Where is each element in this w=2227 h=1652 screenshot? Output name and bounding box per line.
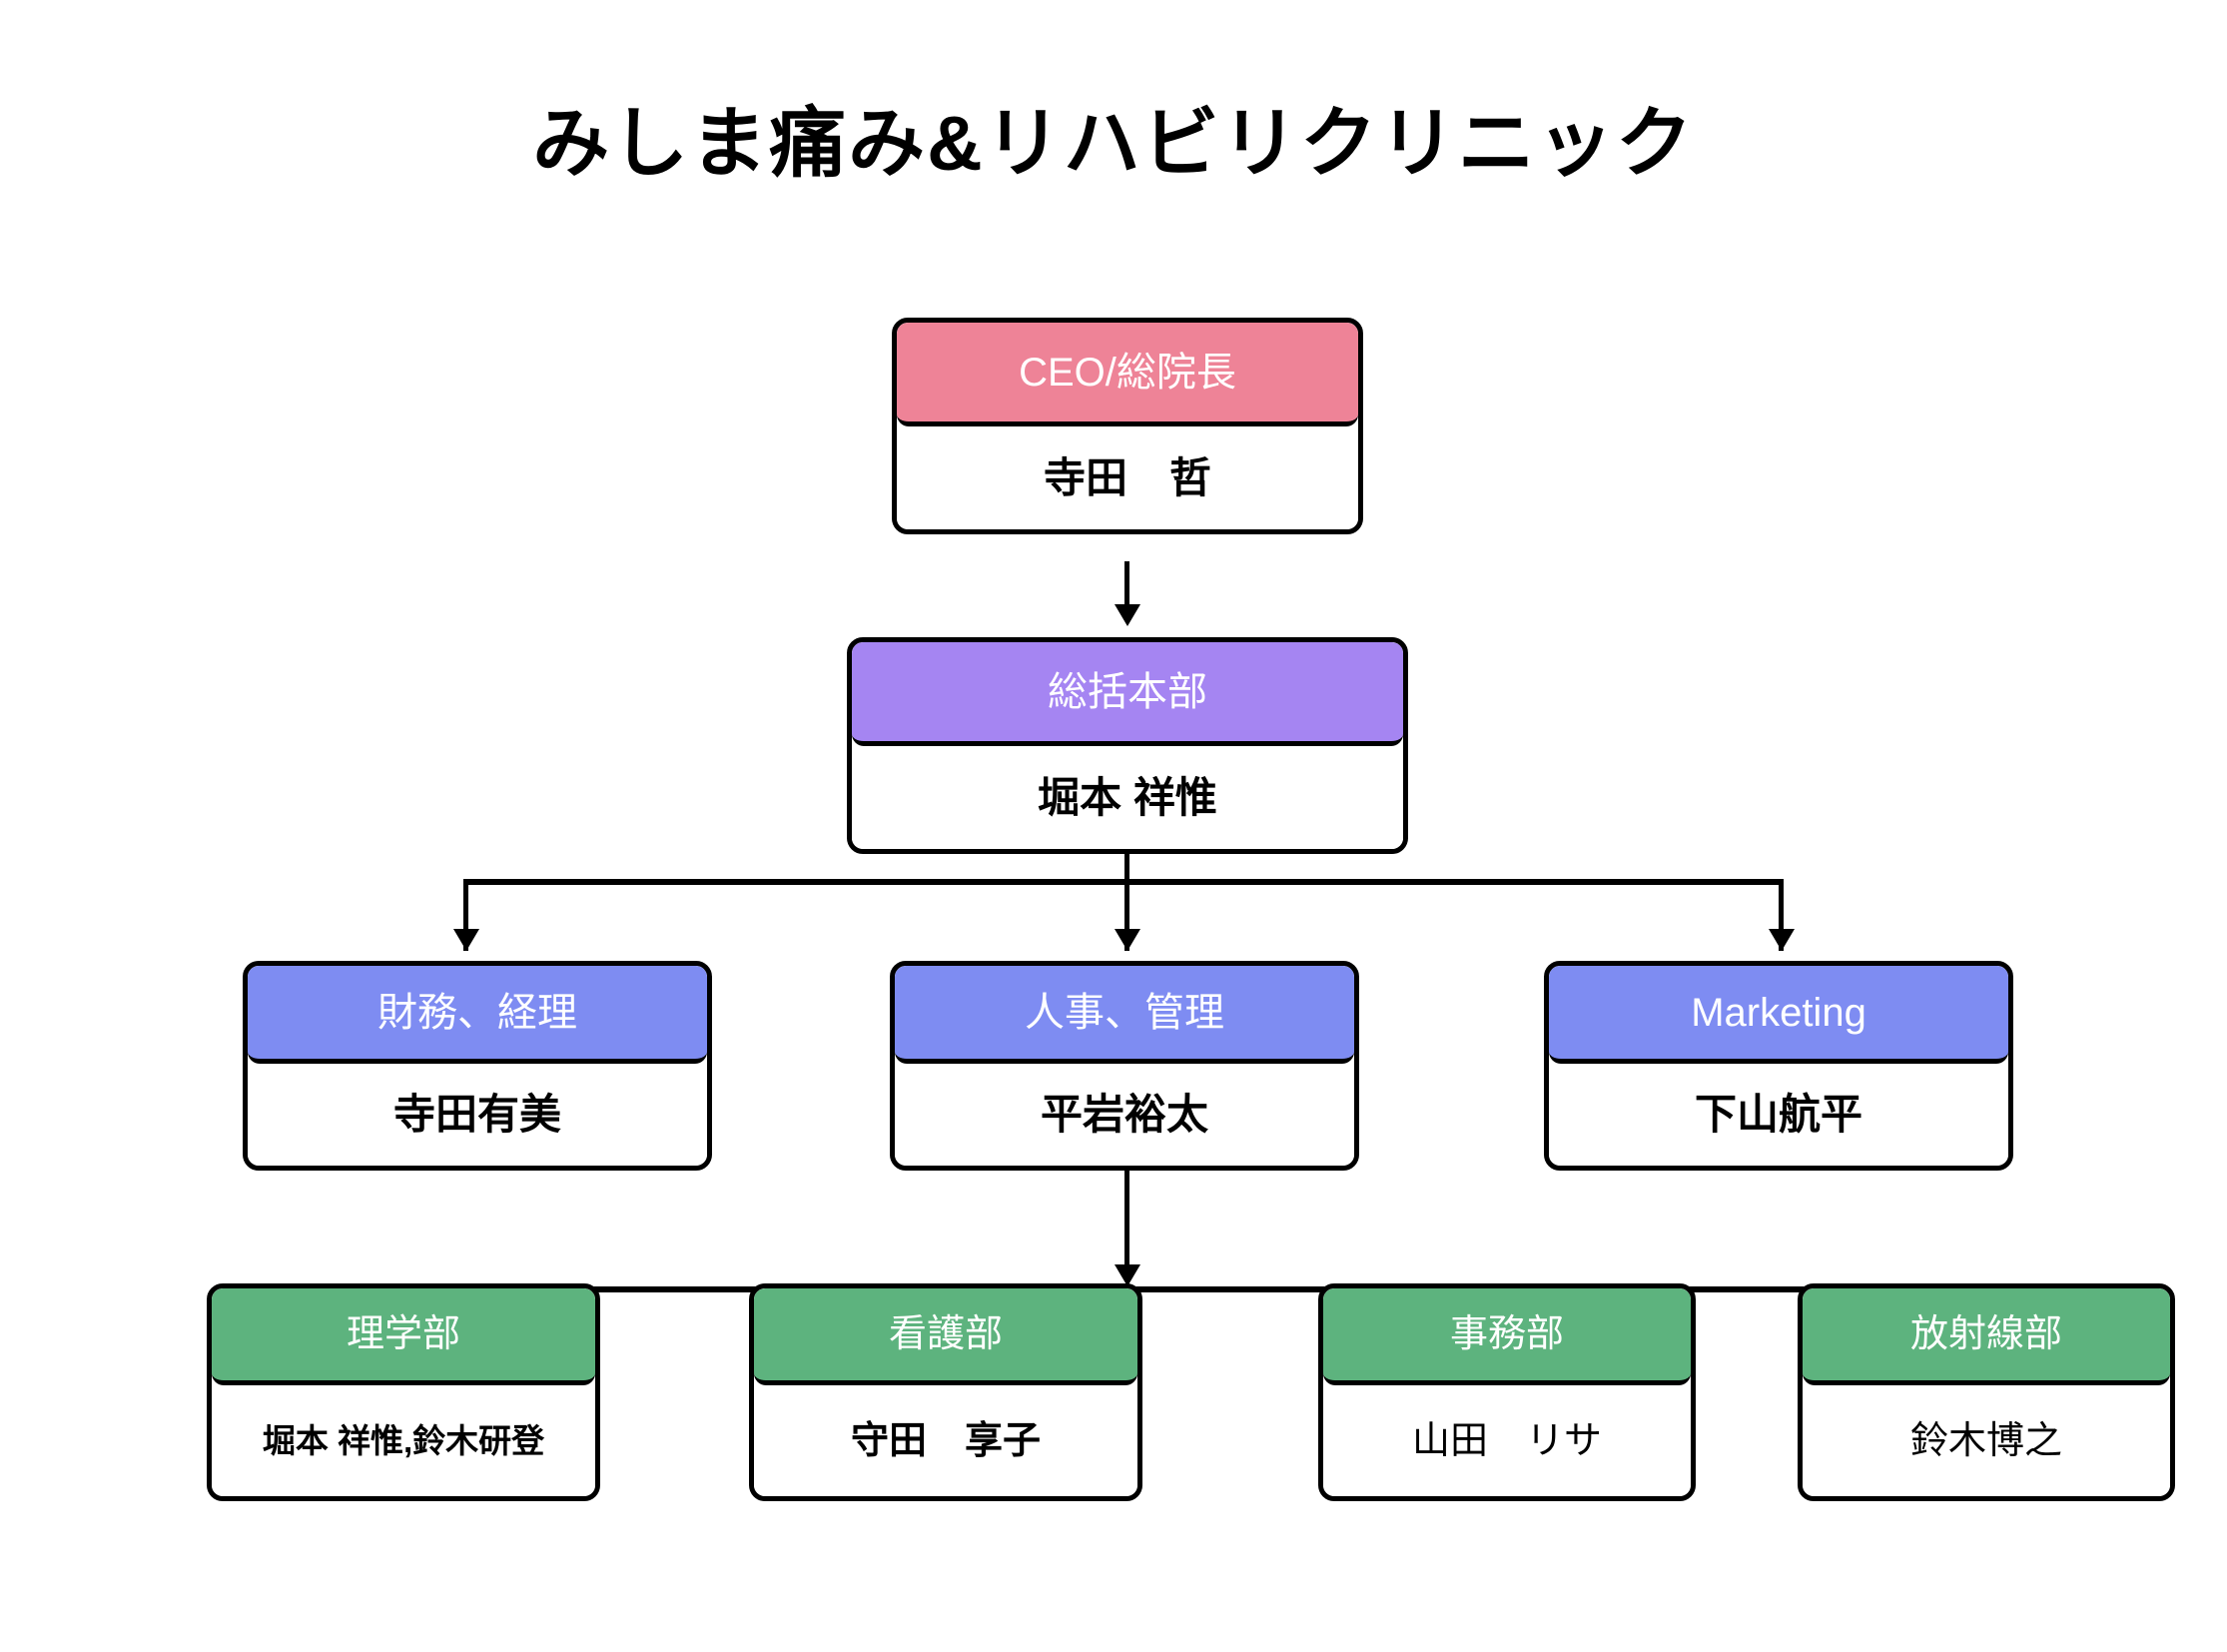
arrowhead-division-to-finance bbox=[453, 929, 479, 951]
node-department-hr-person: 平岩裕太 bbox=[895, 1064, 1354, 1166]
connector-ceo-to-division bbox=[1124, 561, 1129, 613]
node-section-administration-role-label: 事務部 bbox=[1449, 1313, 1564, 1355]
connector-division-to-finance bbox=[463, 879, 468, 951]
node-section-physical-therapy-role-header: 理学部 bbox=[212, 1288, 595, 1385]
node-division-role-header: 総括本部 bbox=[852, 642, 1403, 746]
node-division-person: 堀本 祥惟 bbox=[852, 746, 1403, 849]
arrowhead-hr-stem bbox=[1114, 1264, 1140, 1286]
node-department-finance[interactable]: 財務、経理 寺田有美 bbox=[243, 961, 712, 1171]
connector-bus-level4 bbox=[465, 1286, 1949, 1292]
connector-division-to-marketing bbox=[1779, 879, 1784, 951]
node-division-role-label: 総括本部 bbox=[1048, 669, 1207, 714]
connector-hr-stem bbox=[1124, 1171, 1129, 1278]
node-section-radiology[interactable]: 放射線部 鈴木博之 bbox=[1798, 1283, 2175, 1501]
node-ceo-person: 寺田 哲 bbox=[897, 426, 1358, 529]
node-section-radiology-role-header: 放射線部 bbox=[1803, 1288, 2170, 1385]
node-section-radiology-role-label: 放射線部 bbox=[1909, 1313, 2062, 1355]
node-department-finance-role-header: 財務、経理 bbox=[248, 966, 707, 1064]
node-section-nursing[interactable]: 看護部 守田 享子 bbox=[749, 1283, 1142, 1501]
arrowhead-division-to-marketing bbox=[1769, 929, 1795, 951]
node-section-nursing-role-header: 看護部 bbox=[754, 1288, 1137, 1385]
node-section-nursing-role-label: 看護部 bbox=[888, 1313, 1003, 1355]
node-department-hr-role-label: 人事、管理 bbox=[1025, 990, 1224, 1035]
connector-division-to-hr bbox=[1124, 879, 1129, 951]
node-division[interactable]: 総括本部 堀本 祥惟 bbox=[847, 637, 1408, 854]
node-section-nursing-person: 守田 享子 bbox=[754, 1385, 1137, 1496]
node-department-hr[interactable]: 人事、管理 平岩裕太 bbox=[890, 961, 1359, 1171]
node-section-administration-person: 山田 リサ bbox=[1323, 1385, 1691, 1496]
node-section-administration[interactable]: 事務部 山田 リサ bbox=[1318, 1283, 1696, 1501]
node-section-physical-therapy[interactable]: 理学部 堀本 祥惟,鈴木研登 bbox=[207, 1283, 600, 1501]
node-department-marketing-person: 下山航平 bbox=[1549, 1064, 2008, 1166]
page-title: みしま痛み&リハビリクリニック bbox=[532, 101, 1695, 187]
node-department-marketing-role-label: Marketing bbox=[1691, 990, 1866, 1035]
node-section-radiology-person: 鈴木博之 bbox=[1803, 1385, 2170, 1496]
node-section-administration-role-header: 事務部 bbox=[1323, 1288, 1691, 1385]
node-ceo-role-header: CEO/総院長 bbox=[897, 323, 1358, 426]
arrowhead-division-to-hr bbox=[1114, 929, 1140, 951]
connector-division-stem bbox=[1124, 854, 1129, 882]
node-ceo[interactable]: CEO/総院長 寺田 哲 bbox=[892, 318, 1363, 534]
node-department-marketing-role-header: Marketing bbox=[1549, 966, 2008, 1064]
node-department-finance-person: 寺田有美 bbox=[248, 1064, 707, 1166]
node-section-physical-therapy-person: 堀本 祥惟,鈴木研登 bbox=[212, 1385, 595, 1496]
node-department-finance-role-label: 財務、経理 bbox=[377, 990, 577, 1035]
node-department-hr-role-header: 人事、管理 bbox=[895, 966, 1354, 1064]
node-ceo-role-label: CEO/総院長 bbox=[1019, 350, 1236, 395]
node-department-marketing[interactable]: Marketing 下山航平 bbox=[1544, 961, 2013, 1171]
arrowhead-ceo-to-division bbox=[1114, 604, 1140, 626]
node-section-physical-therapy-role-label: 理学部 bbox=[346, 1313, 460, 1355]
connector-bus-level3 bbox=[463, 879, 1784, 885]
